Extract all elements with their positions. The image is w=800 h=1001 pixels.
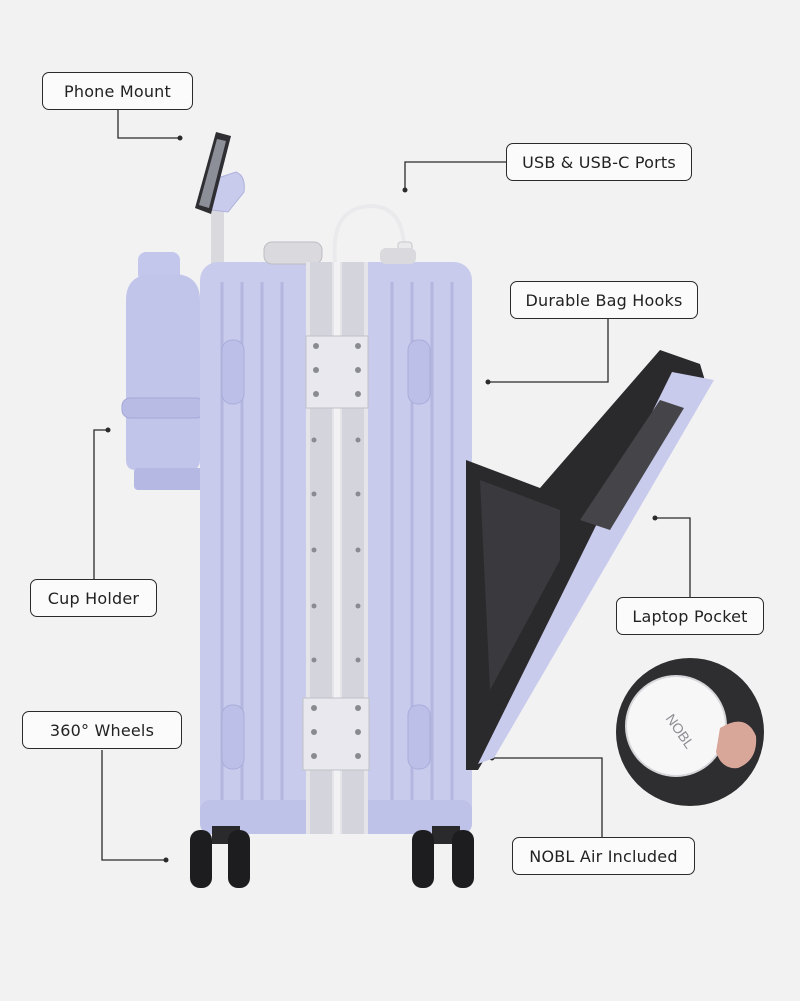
phone-mount — [195, 132, 245, 274]
laptop-pocket — [466, 350, 714, 770]
callout-laptop-pocket: Laptop Pocket — [616, 597, 764, 635]
callout-label: 360° Wheels — [49, 720, 155, 740]
callout-cup-holder: Cup Holder — [30, 579, 157, 617]
cup-holder — [121, 252, 206, 490]
callout-label: NOBL Air Included — [529, 846, 678, 866]
callout-label: Phone Mount — [64, 81, 171, 101]
nobl-air-inset: NOBL — [616, 658, 764, 806]
callout-label: Durable Bag Hooks — [525, 290, 683, 310]
callout-wheels: 360° Wheels — [22, 711, 182, 749]
callout-usb-ports: USB & USB-C Ports — [506, 143, 692, 181]
callout-bag-hooks: Durable Bag Hooks — [510, 281, 698, 319]
wheels — [190, 826, 474, 888]
callout-label: Laptop Pocket — [632, 606, 748, 626]
callout-nobl-air: NOBL Air Included — [512, 837, 695, 875]
callout-label: USB & USB-C Ports — [522, 152, 676, 172]
leader-lines — [93, 110, 691, 861]
callout-label: Cup Holder — [47, 588, 140, 608]
suitcase-body — [200, 241, 472, 834]
callout-phone-mount: Phone Mount — [42, 72, 193, 110]
